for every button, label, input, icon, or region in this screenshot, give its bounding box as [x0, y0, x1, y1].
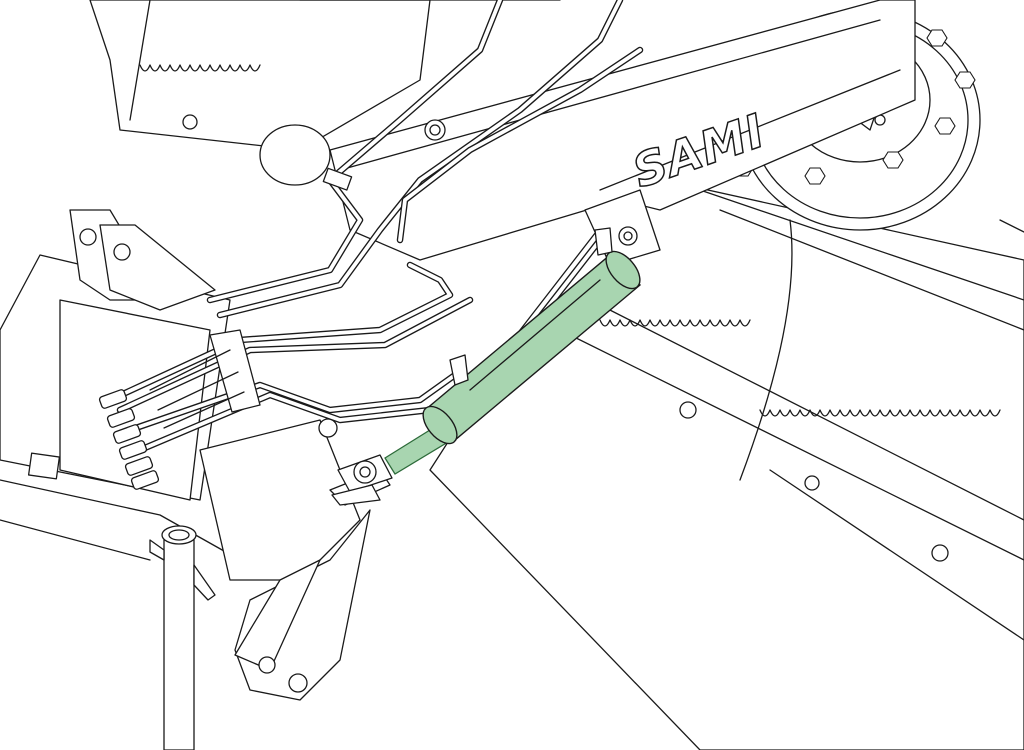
- quick-coupler-bundle: [98, 329, 261, 490]
- coupler: [124, 456, 154, 476]
- accumulator: [259, 124, 353, 191]
- hydraulic-cylinder: [331, 227, 642, 506]
- coupler: [112, 424, 142, 444]
- blade-plate: [429, 174, 1024, 750]
- frame-slot: [27, 452, 61, 480]
- coupler: [118, 440, 148, 460]
- blade-bolt-hole: [679, 401, 697, 419]
- lower-mount-bracket: [199, 418, 391, 701]
- coupler: [106, 408, 136, 428]
- blade-bolt-hole: [804, 475, 820, 491]
- cylinder-fitting: [449, 354, 469, 386]
- support-leg: [149, 525, 216, 750]
- blade-bolt-hole: [931, 544, 949, 562]
- coupler: [98, 389, 128, 409]
- blade-teeth-row: [599, 319, 1001, 417]
- cylinder-fitting: [594, 227, 613, 256]
- mounting-frame: [0, 209, 241, 561]
- coupler: [130, 470, 160, 490]
